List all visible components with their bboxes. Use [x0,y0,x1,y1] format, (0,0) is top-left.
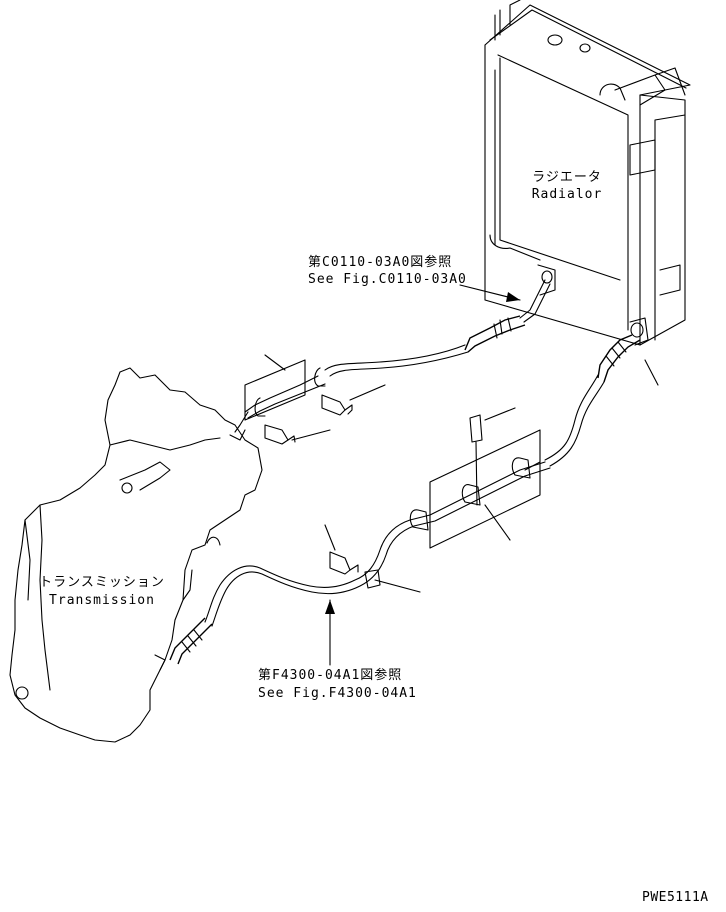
leader-lines [325,284,659,666]
reference-bottom-en: See Fig.F4300-04A1 [258,686,417,701]
radiator-drawing [484,0,691,346]
drawing-code: PWE5111A [642,890,709,905]
transmission-label-en: Transmission [49,593,155,608]
lower-hose [169,334,641,665]
reference-top-jp: 第C0110-03A0図参照 [308,255,453,270]
bolt-lower-2 [324,524,359,575]
radiator-label-jp: ラジエータ [532,170,602,185]
reference-bottom-jp: 第F4300-04A1図参照 [258,668,403,683]
transmission-drawing [9,367,263,743]
radiator-label-en: Radialor [531,187,603,202]
bolt-lower-1 [469,407,516,506]
bolt-upper-2 [264,424,331,445]
reference-top-en: See Fig.C0110-03A0 [308,272,467,287]
bolt-upper-1 [321,384,386,416]
transmission-label-jp: トランスミッション [39,575,165,590]
upper-hose [234,279,551,433]
